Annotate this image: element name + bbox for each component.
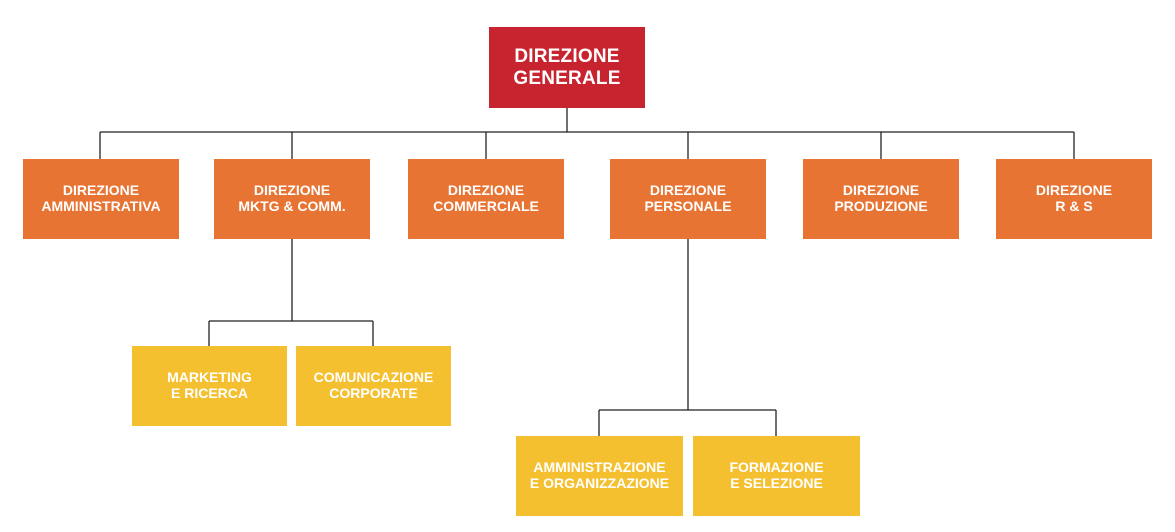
- dept-box-amministrativa: DIREZIONE AMMINISTRATIVA: [23, 159, 179, 239]
- unit-box-formazione-selezione: FORMAZIONE E SELEZIONE: [693, 436, 860, 516]
- dept-box-commerciale: DIREZIONE COMMERCIALE: [408, 159, 564, 239]
- direzione-generale-label: DIREZIONE GENERALE: [513, 46, 621, 89]
- dept-label-produzione: DIREZIONE PRODUZIONE: [834, 182, 928, 214]
- dept-label-amministrativa: DIREZIONE AMMINISTRATIVA: [41, 182, 161, 214]
- unit-box-amministrazione-organizzazione: AMMINISTRAZIONE E ORGANIZZAZIONE: [516, 436, 683, 516]
- dept-label-r-s: DIREZIONE R & S: [1035, 182, 1113, 214]
- dept-label-mktg-comm: DIREZIONE MKTG & COMM.: [238, 182, 346, 214]
- unit-box-marketing-ricerca: MARKETING E RICERCA: [132, 346, 287, 426]
- unit-box-comunicazione-corporate: COMUNICAZIONE CORPORATE: [296, 346, 451, 426]
- dept-box-produzione: DIREZIONE PRODUZIONE: [803, 159, 959, 239]
- unit-label-marketing-ricerca: MARKETING E RICERCA: [167, 369, 252, 401]
- unit-label-formazione-selezione: FORMAZIONE E SELEZIONE: [729, 459, 824, 491]
- dept-box-mktg-comm: DIREZIONE MKTG & COMM.: [214, 159, 370, 239]
- dept-label-commerciale: DIREZIONE COMMERCIALE: [433, 182, 539, 214]
- direzione-generale-box: DIREZIONE GENERALE: [489, 27, 645, 108]
- dept-box-r-s: DIREZIONE R & S: [996, 159, 1152, 239]
- dept-label-personale: DIREZIONE PERSONALE: [644, 182, 732, 214]
- unit-label-comunicazione-corporate: COMUNICAZIONE CORPORATE: [313, 369, 434, 401]
- unit-label-amministrazione-organizzazione: AMMINISTRAZIONE E ORGANIZZAZIONE: [529, 459, 670, 491]
- dept-box-personale: DIREZIONE PERSONALE: [610, 159, 766, 239]
